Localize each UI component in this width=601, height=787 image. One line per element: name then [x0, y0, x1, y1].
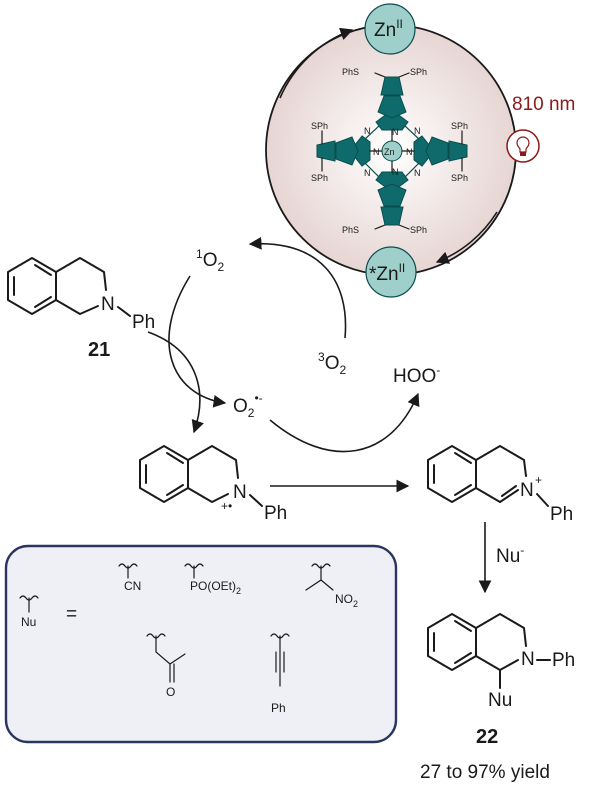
compound-22-label: 22	[476, 726, 498, 748]
zinc-phthalocyanine-structure: Zn N N N N N N N N PhS SPh PhS SPh	[311, 67, 468, 235]
svg-text:PhS: PhS	[342, 225, 359, 235]
nucleophile-reagent: Nu-	[496, 543, 524, 567]
compound-21-structure: N Ph 21	[7, 257, 155, 361]
iminium-structure: N + Ph	[427, 445, 573, 525]
oxygen-cycle: 1O2 3O2 O2•- HOO-	[168, 236, 440, 453]
triplet-oxygen: 3O2	[318, 350, 346, 377]
singlet-oxygen: 1O2	[196, 247, 224, 274]
zn-ground-node	[364, 3, 416, 55]
svg-text:+: +	[535, 473, 542, 487]
svg-text:=: =	[66, 604, 77, 625]
radical-cation-structure: N +• Ph	[139, 445, 287, 524]
svg-text:Ph: Ph	[264, 503, 287, 524]
arrow-singlet-to-superoxide	[168, 275, 227, 408]
svg-text:SPh: SPh	[311, 121, 328, 131]
svg-text:N: N	[364, 168, 371, 178]
svg-text:Ph: Ph	[550, 504, 573, 525]
cycle-arrow-left	[279, 27, 354, 99]
svg-text:Ph: Ph	[552, 650, 575, 671]
nucleophile-scope-box: Nu = CN PO(OEt)2 NO2 O Ph	[4, 544, 398, 744]
hydroperoxide-anion: HOO-	[393, 363, 440, 387]
cycle-arrow-right	[435, 211, 498, 264]
svg-text:N: N	[414, 126, 421, 136]
svg-text:SPh: SPh	[451, 121, 468, 131]
svg-text:Zn: Zn	[384, 147, 395, 157]
svg-text:SPh: SPh	[410, 225, 427, 235]
svg-text:SPh: SPh	[451, 173, 468, 183]
svg-text:SPh: SPh	[311, 173, 328, 183]
svg-text:N: N	[233, 482, 247, 503]
yield-text: 27 to 97% yield	[420, 762, 550, 783]
svg-text:N: N	[520, 480, 534, 501]
photocatalyst-cycle: ZnII *ZnII 810 nm	[265, 3, 575, 298]
svg-text:PhS: PhS	[342, 67, 359, 77]
svg-text:O: O	[166, 685, 175, 699]
svg-text:N: N	[414, 168, 421, 178]
svg-text:N: N	[373, 147, 380, 157]
svg-text:N: N	[101, 294, 115, 315]
svg-text:N: N	[521, 649, 535, 670]
svg-text:Ph: Ph	[132, 312, 155, 333]
svg-text:ZnII: ZnII	[374, 17, 403, 41]
svg-text:PO(OEt)2: PO(OEt)2	[190, 579, 241, 596]
arrow-21-to-radical-cation	[147, 331, 204, 434]
svg-text:CN: CN	[124, 579, 141, 593]
compound-22-structure: N Ph Nu 22 27 to 97% yield	[420, 613, 575, 783]
lightbulb-icon	[506, 129, 540, 163]
svg-text:N: N	[392, 127, 399, 137]
zn-excited-node	[365, 246, 417, 298]
svg-text:Nu: Nu	[488, 690, 512, 711]
superoxide: O2•-	[233, 391, 263, 420]
wavelength-label: 810 nm	[512, 94, 575, 115]
svg-text:Ph: Ph	[271, 701, 286, 715]
svg-text:Nu: Nu	[21, 615, 36, 629]
svg-text:N: N	[392, 167, 399, 177]
svg-text:SPh: SPh	[410, 67, 427, 77]
svg-text:NO2: NO2	[335, 592, 358, 609]
svg-text:N: N	[364, 126, 371, 136]
svg-text:+•: +•	[221, 499, 232, 513]
arrow-superoxide-to-hydroperoxide	[269, 392, 420, 453]
compound-21-label: 21	[88, 339, 110, 361]
svg-text:*ZnII: *ZnII	[369, 261, 405, 285]
arrow-triplet-to-singlet	[248, 236, 347, 339]
svg-text:N: N	[406, 147, 413, 157]
